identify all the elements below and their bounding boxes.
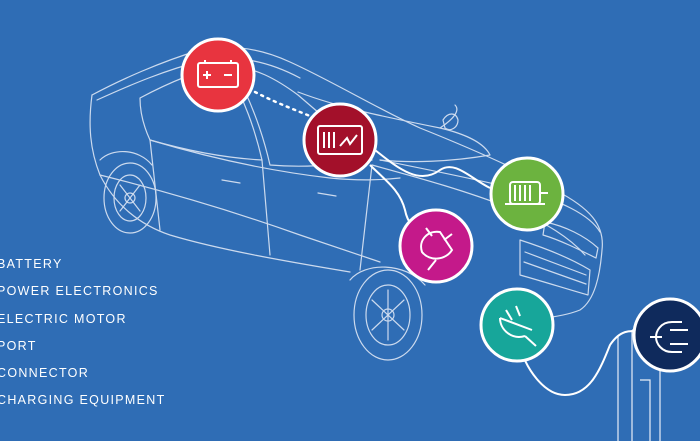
- motor-icon: [505, 181, 548, 205]
- legend-item-battery: BATTERY: [0, 257, 63, 271]
- connector-icon: [499, 305, 537, 347]
- legend-item-charging-equipment: CHARGING EQUIPMENT: [0, 393, 166, 408]
- inverter-icon: [317, 125, 363, 155]
- port-node: [398, 208, 474, 284]
- legend-item-electric-motor: ELECTRIC MOTOR: [0, 311, 127, 326]
- battery-node: [180, 37, 256, 113]
- electric-motor-node: [489, 156, 565, 232]
- connector-node: [479, 287, 555, 363]
- charging-equipment-node: [632, 297, 700, 373]
- battery-icon: [197, 60, 239, 88]
- plug-icon: [420, 227, 454, 271]
- legend-item-port: PORT: [0, 338, 37, 353]
- component-legend: BATTERY POWER ELECTRONICS ELECTRIC MOTOR…: [0, 254, 166, 418]
- charger-plug-icon: [650, 321, 688, 353]
- legend-item-power-electronics: POWER ELECTRONICS: [0, 284, 159, 299]
- power-electronics-node: [302, 102, 378, 178]
- legend-item-connector: CONNECTOR: [0, 366, 90, 381]
